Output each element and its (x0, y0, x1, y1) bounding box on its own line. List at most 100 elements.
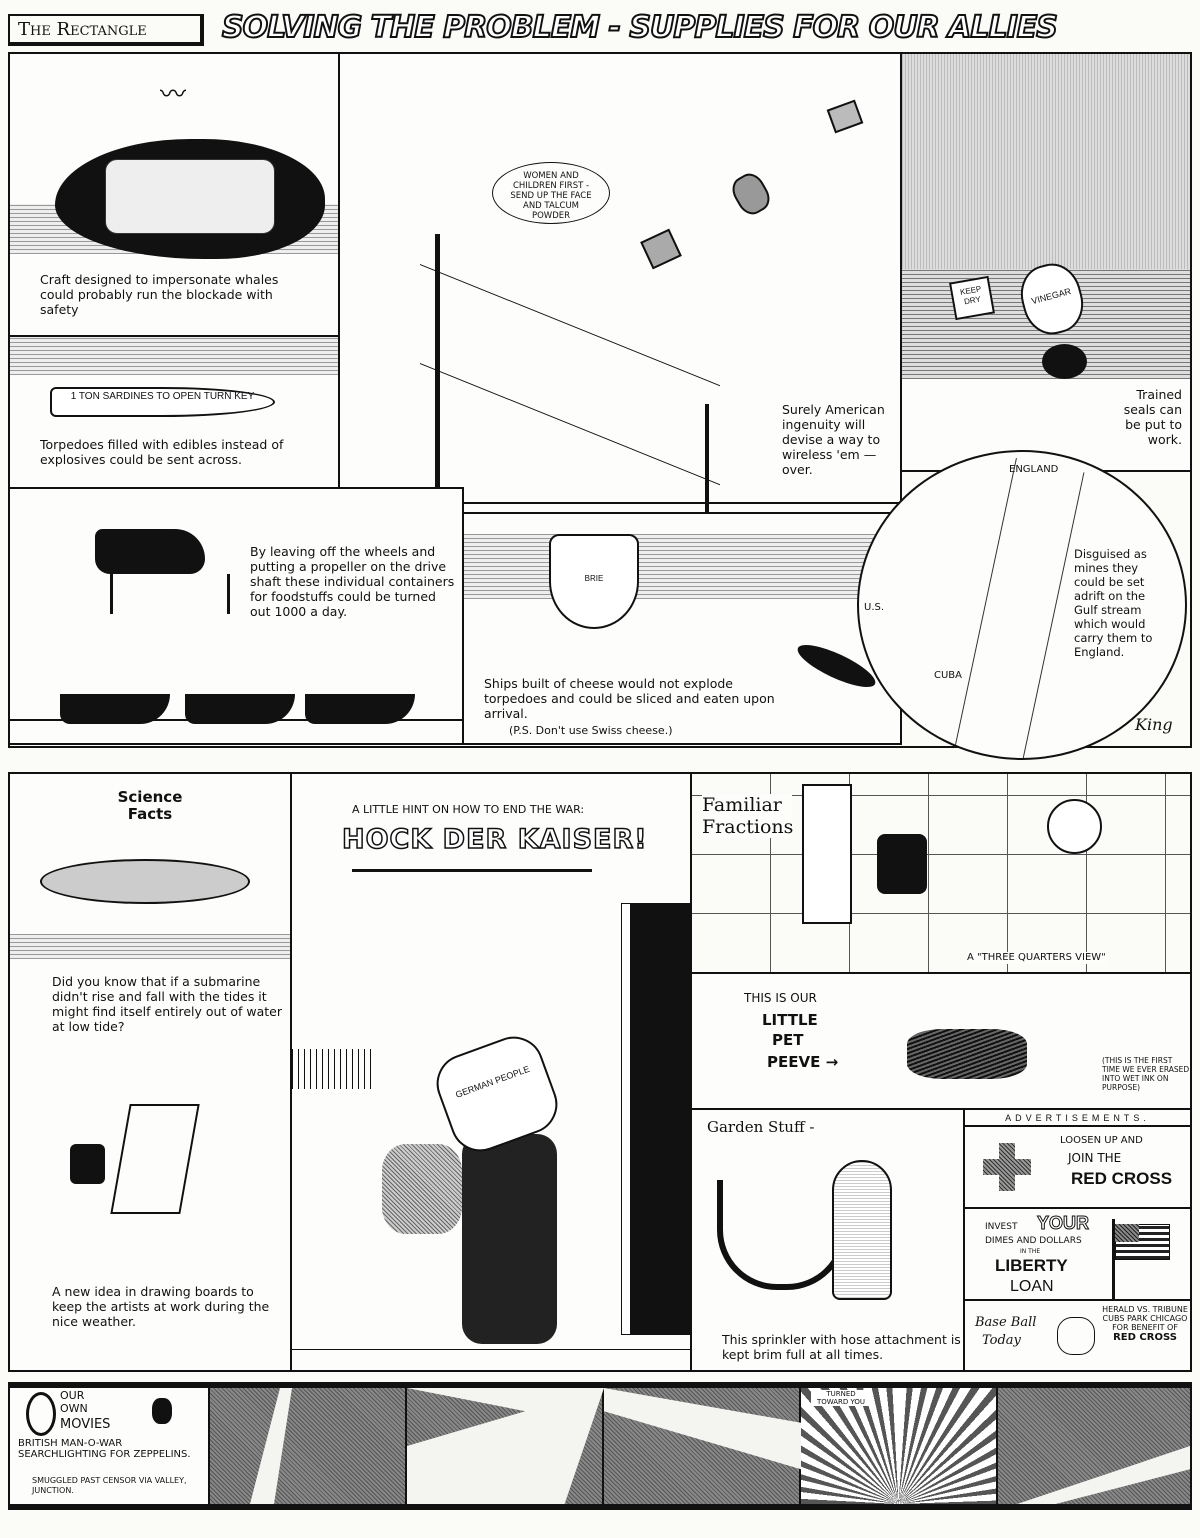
movies-note: SMUGGLED PAST CENSOR VIA VALLEY, JUNCTIO… (32, 1476, 187, 1495)
liberty-line1: INVEST (985, 1222, 1018, 1232)
panel-cheese-ship: BRIE Ships built of cheese would not exp… (462, 512, 902, 745)
wire-chute (420, 264, 720, 486)
panel-torpedo: 1 TON SARDINES TO OPEN TURN KEY Torpedoe… (8, 335, 340, 489)
man-body (462, 1134, 557, 1344)
flag-canton (1115, 1224, 1139, 1242)
movies-title-box: OUR OWN MOVIES BRITISH MAN-O-WAR SEARCHL… (12, 1388, 210, 1504)
sky (902, 54, 1190, 269)
whale-caption: Craft designed to impersonate whales cou… (40, 272, 279, 317)
crate (826, 99, 864, 134)
liberty-line6: LOAN (1010, 1278, 1054, 1295)
bird: 〰 (160, 79, 187, 109)
film-frame-3 (604, 1388, 801, 1504)
cheese-caption: Ships built of cheese would not explode … (484, 676, 775, 721)
movies-o (26, 1392, 56, 1436)
submarine (40, 859, 250, 904)
science-title: Science Facts (117, 788, 183, 823)
movie-camera-icon (152, 1398, 172, 1424)
baseball-line1: Base Ball (975, 1315, 1037, 1330)
fractions-title: Familiar Fractions (702, 794, 794, 838)
liberty-line5: LIBERTY (995, 1256, 1068, 1275)
baseball-line4: CUBS PARK CHICAGO (1102, 1314, 1188, 1323)
waves (10, 337, 338, 375)
movies-title-1: OUR (60, 1389, 85, 1402)
barrel (727, 168, 775, 220)
flag-icon (1115, 1224, 1170, 1260)
waterline (10, 719, 462, 721)
panel-hock-der-kaiser: A LITTLE HINT ON HOW TO END THE WAR: HOC… (290, 772, 692, 1372)
barrel-label: VINEGAR (1030, 286, 1073, 307)
car-body (95, 529, 205, 574)
peeve-line3: PET (772, 1031, 804, 1049)
crate-2 (640, 228, 682, 270)
drawing-caption: A new idea in drawing boards to keep the… (52, 1284, 270, 1329)
kaiser (382, 1144, 462, 1234)
panel-science-facts: Science Facts Did you know that if a sub… (8, 772, 292, 1372)
sitter-halo (1047, 799, 1102, 854)
mast-left (435, 234, 440, 512)
liberty-line4: IN THE (1020, 1248, 1041, 1255)
science-caption: Did you know that if a submarine didn't … (52, 974, 282, 1034)
panel-pet-peeve: THIS IS OUR LITTLE PET PEEVE → (THIS IS … (690, 972, 1192, 1110)
flagpole (1112, 1219, 1115, 1299)
fence (292, 1049, 372, 1089)
baseball-line6: RED CROSS (1113, 1332, 1177, 1343)
film-frame-2 (407, 1388, 604, 1504)
torpedo-caption: Torpedoes filled with edibles instead of… (40, 437, 284, 467)
redcross-line1: LOOSEN UP AND (1060, 1135, 1143, 1146)
map-england: ENGLAND (1009, 464, 1059, 475)
panel-whale: 〰 Craft designed to impersonate whales c… (8, 52, 340, 337)
mast-right (705, 404, 709, 512)
torpedo-label: 1 TON SARDINES TO OPEN TURN KEY (70, 391, 255, 402)
photographer (877, 834, 927, 894)
wireless-caption: Surely American ingenuity will devise a … (782, 402, 885, 477)
peeve-note: (THIS IS THE FIRST TIME WE EVER ERASED I… (1102, 1056, 1190, 1092)
horizon (340, 502, 900, 504)
stream (953, 458, 1085, 758)
kaiser-hint: A LITTLE HINT ON HOW TO END THE WAR: (352, 803, 585, 816)
liberty-line2: YOUR (1036, 1213, 1090, 1234)
map-us: U.S. (864, 602, 885, 613)
baseball-player (1057, 1317, 1095, 1355)
panel-wireless: WOMEN AND CHILDREN FIRST - SEND UP THE F… (338, 52, 902, 514)
panel-advertisements: ADVERTISEMENTS. LOOSEN UP AND JOIN THE R… (963, 1108, 1192, 1372)
box: KEEP DRY (949, 275, 995, 321)
panel-familiar-fractions: Familiar Fractions A "THREE QUARTERS VIE… (690, 772, 1192, 974)
peeve-line2: LITTLE (762, 1011, 818, 1029)
redcross-line2: JOIN THE (1068, 1151, 1122, 1165)
lamp (352, 869, 592, 872)
map-cuba: CUBA (934, 670, 963, 681)
movies-title-2: OWN (60, 1402, 88, 1415)
red-cross-icon-v (999, 1143, 1015, 1191)
cabinet (802, 784, 852, 924)
ad-baseball: Base Ball Today HERALD VS. TRIBUNE CUBS … (965, 1301, 1190, 1370)
baseball-details: HERALD VS. TRIBUNE CUBS PARK CHICAGO FOR… (1101, 1305, 1189, 1344)
panel-gulf-stream: ENGLAND U.S. CUBA Disguised as mines the… (857, 450, 1187, 760)
hose (717, 1180, 847, 1290)
film-frame-1 (210, 1388, 407, 1504)
ad-red-cross: LOOSEN UP AND JOIN THE RED CROSS (965, 1127, 1190, 1209)
peeve-line4: PEEVE → (767, 1053, 839, 1071)
box-label: KEEP DRY (959, 284, 982, 307)
feature-name: The Rectangle (18, 19, 147, 40)
garden-title: Garden Stuff - (707, 1118, 815, 1136)
feature-name-box: The Rectangle (8, 14, 204, 46)
peeve-line1: THIS IS OUR (744, 991, 817, 1005)
panel-seals: VINEGAR KEEP DRY Trained seals can be pu… (900, 52, 1192, 472)
ad-liberty-loan: INVEST YOUR DIMES AND DOLLARS IN THE LIB… (965, 1209, 1190, 1301)
torpedo: 1 TON SARDINES TO OPEN TURN KEY (50, 387, 275, 417)
gulf-caption: Disguised as mines they could be set adr… (1074, 547, 1153, 659)
fractions-caption: A "THREE QUARTERS VIEW" (967, 952, 1106, 964)
liberty-line3: DIMES AND DOLLARS (985, 1236, 1082, 1246)
whale-interior (105, 159, 275, 234)
seals-caption: Trained seals can be put to work. (1123, 387, 1182, 447)
baseball-line5: FOR BENEFIT OF (1112, 1323, 1178, 1332)
baseball-line3: HERALD VS. TRIBUNE (1102, 1305, 1188, 1314)
panel-garden-stuff: Garden Stuff - This sprinkler with hose … (690, 1108, 965, 1372)
cheese-ship: BRIE (549, 534, 639, 629)
film-frame-4: TURNED TOWARD YOU (801, 1388, 998, 1504)
ads-header: ADVERTISEMENTS. (965, 1110, 1190, 1127)
baseball-line2: Today (982, 1333, 1021, 1348)
panel-cars: By leaving off the wheels and putting a … (8, 487, 464, 745)
easel (110, 1104, 200, 1214)
